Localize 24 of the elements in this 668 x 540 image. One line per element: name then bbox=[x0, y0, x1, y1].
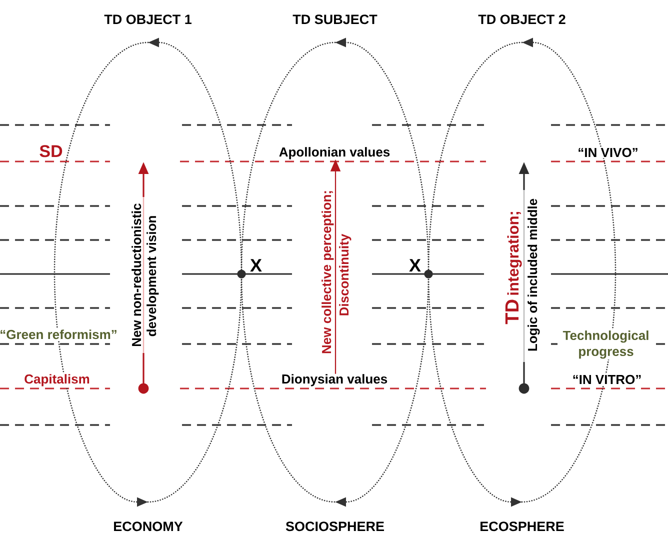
vertical-label: New collective perception; bbox=[322, 191, 334, 354]
vertical-label: Logic of included middle bbox=[528, 198, 540, 351]
node-label: Apollonian values bbox=[279, 147, 390, 160]
level-label: Technological progress bbox=[558, 330, 654, 360]
level-label: “IN VIVO” bbox=[576, 146, 640, 158]
curved-line bbox=[240, 42, 336, 503]
node-label: Dionysian values bbox=[282, 374, 388, 386]
vertical-label: New non-reductionistic bbox=[132, 204, 142, 346]
point-label: X bbox=[250, 259, 262, 272]
vertical-label: TD bbox=[505, 300, 518, 324]
level-label: SD bbox=[40, 145, 62, 158]
node-label: TD SUBJECT bbox=[292, 14, 378, 24]
node-label: ECONOMY bbox=[114, 522, 183, 532]
node-label: TD OBJECT 2 bbox=[478, 14, 566, 24]
point-label: X bbox=[409, 259, 421, 272]
level-label: “Green reformism” bbox=[0, 328, 118, 340]
node-label: SOCIOSPHERE bbox=[286, 522, 384, 532]
node-label: ECOSPHERE bbox=[480, 522, 564, 532]
level-label: Capitalism bbox=[23, 373, 91, 388]
node-label: TD OBJECT 1 bbox=[104, 14, 192, 24]
vertical-label: Discontinuity bbox=[339, 234, 352, 316]
vertical-label: integration; bbox=[507, 212, 522, 295]
vertical-label: development vision bbox=[146, 216, 159, 336]
level-label: “IN VITRO” bbox=[571, 374, 643, 386]
